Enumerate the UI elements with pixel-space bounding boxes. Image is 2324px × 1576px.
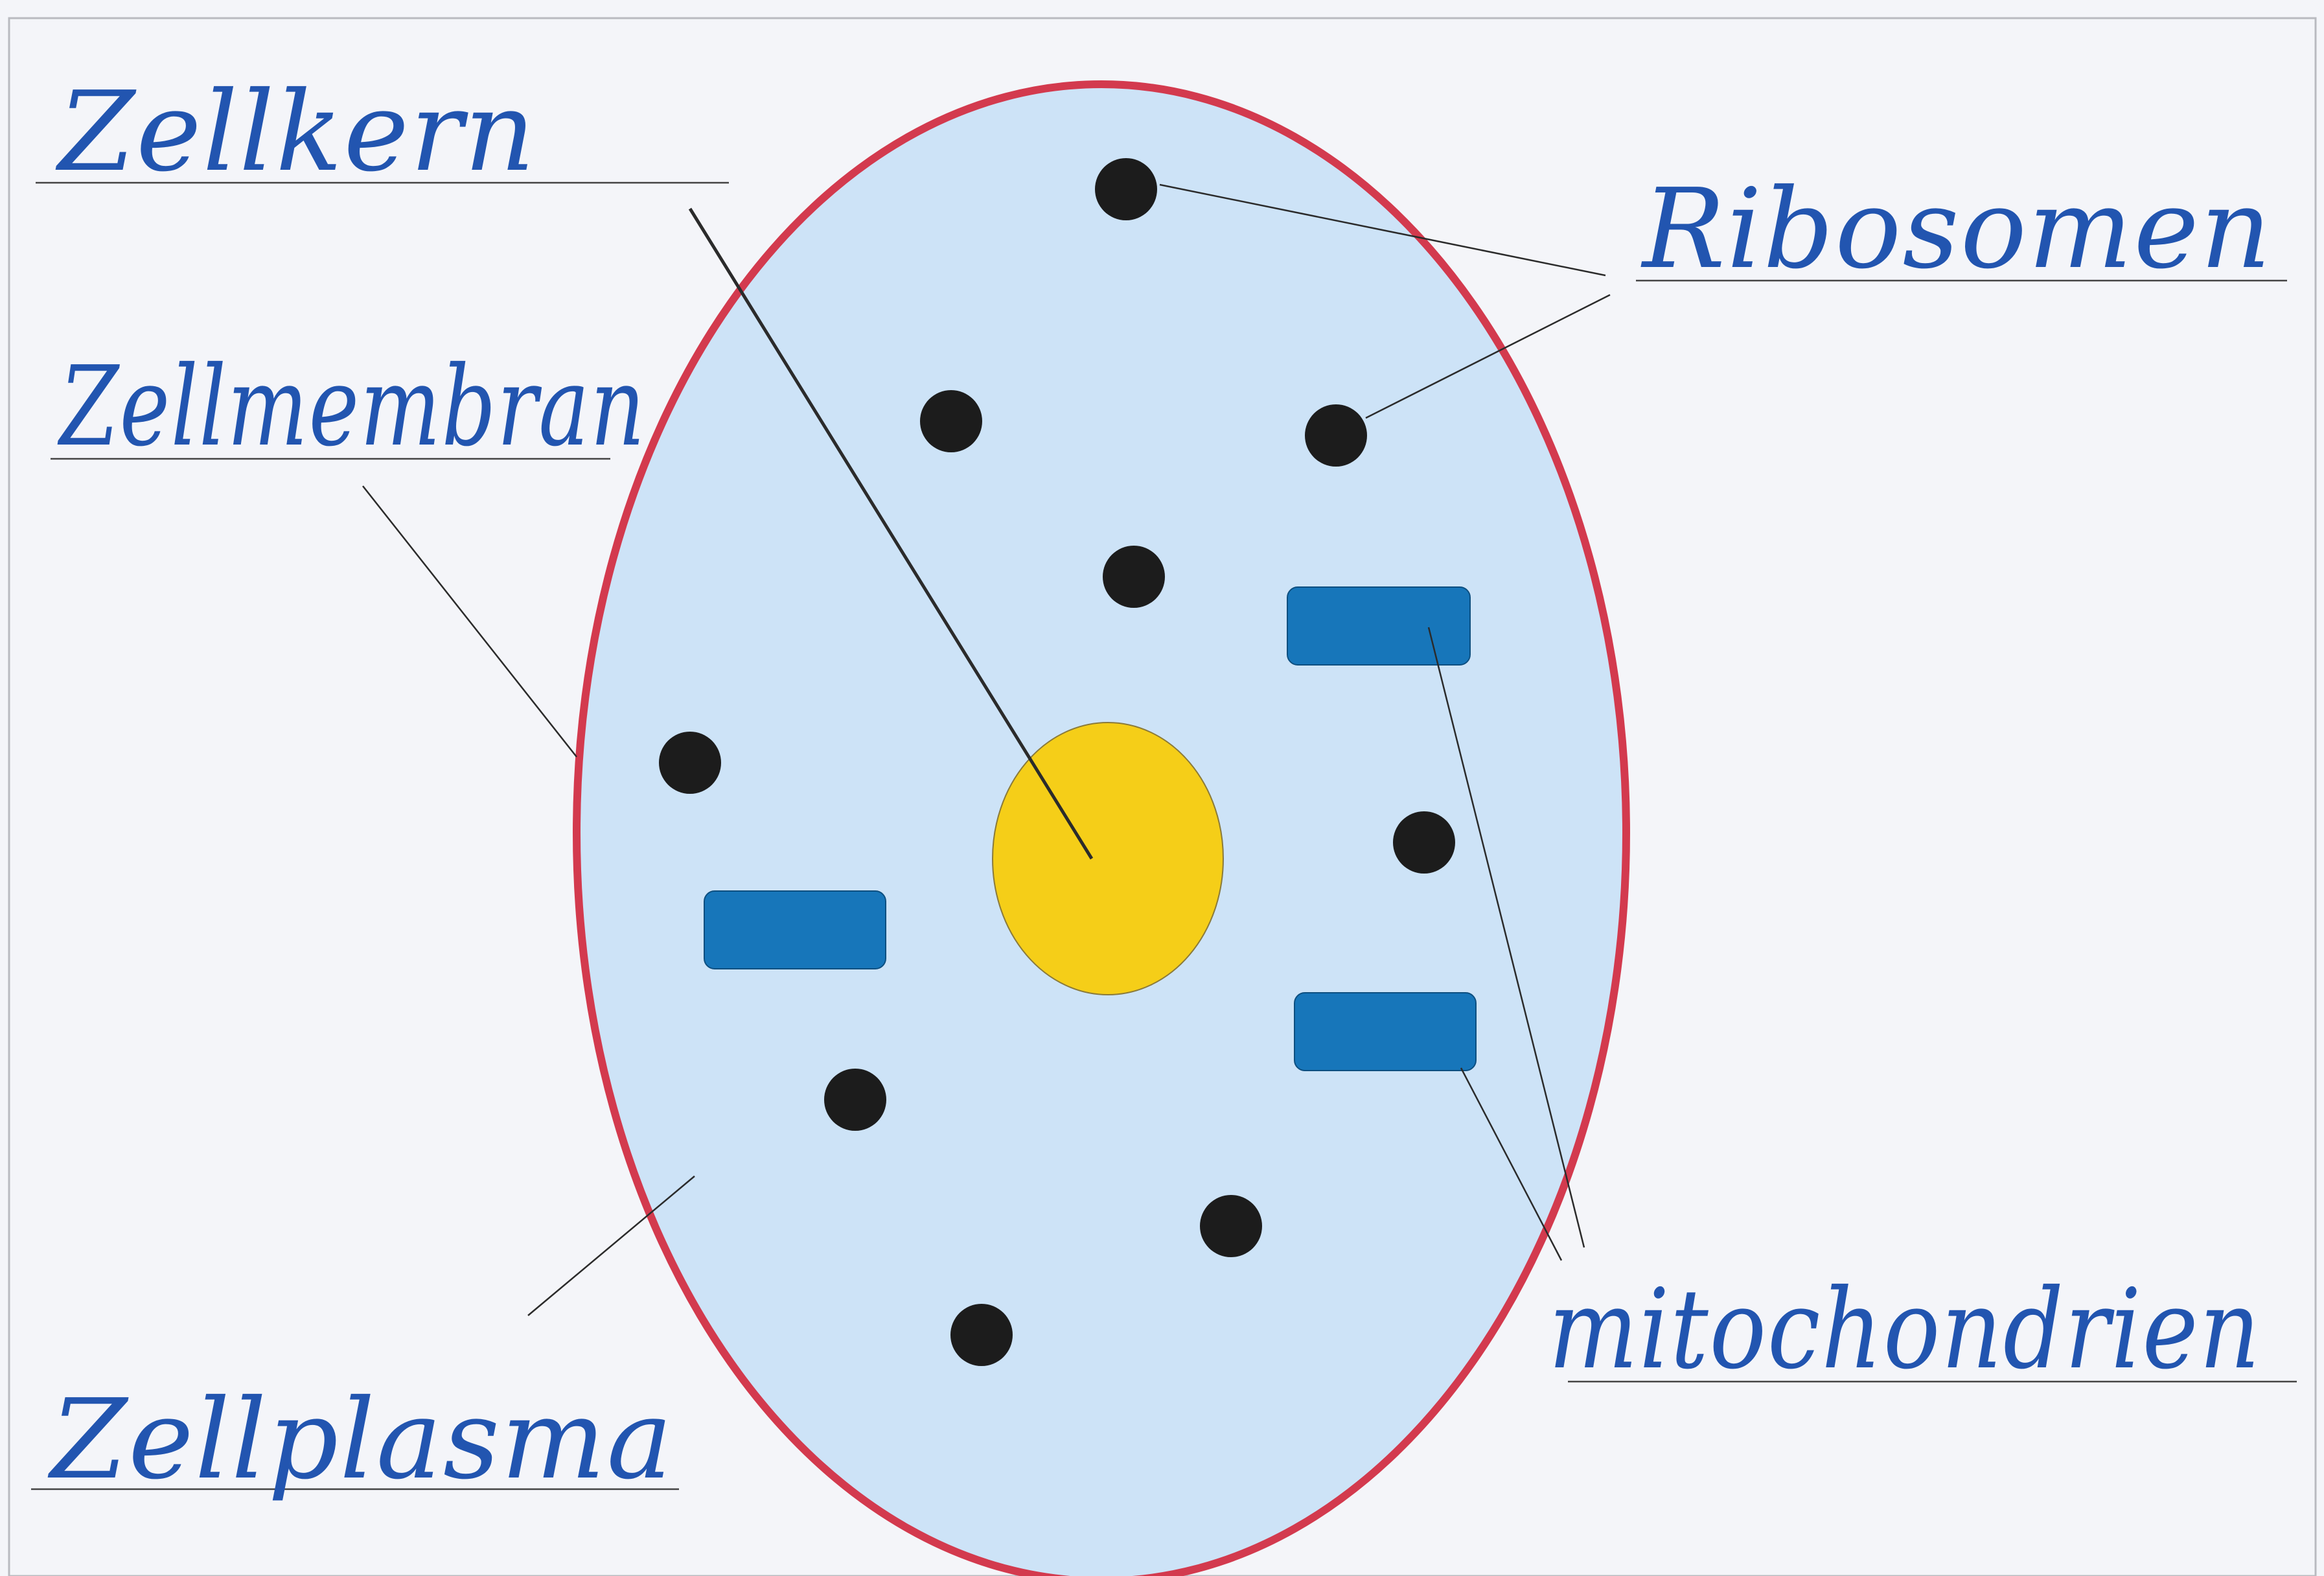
- ribosome: [920, 390, 982, 452]
- label-mitochondrien: mitochondrien: [1548, 1266, 2261, 1394]
- ribosome: [659, 732, 721, 794]
- ribosome: [1103, 546, 1165, 608]
- ribosome: [1305, 404, 1367, 467]
- ribosome: [824, 1069, 886, 1131]
- label-zellmembran: Zellmembran: [57, 343, 646, 471]
- ribosome: [1393, 811, 1455, 874]
- label-zellplasma: Zellplasma: [47, 1376, 674, 1504]
- mitochondrion: [704, 891, 886, 969]
- label-zellkern: Zellkern: [55, 68, 536, 196]
- mitochondrion: [1287, 587, 1470, 665]
- ribosome: [1200, 1195, 1262, 1257]
- leader-line-zellmembran: [363, 486, 577, 757]
- mitochondrion: [1294, 993, 1476, 1071]
- label-ribosomen: Ribosomen: [1640, 165, 2272, 294]
- nucleus: [993, 723, 1223, 995]
- ribosome: [1095, 158, 1157, 220]
- ribosome: [950, 1304, 1013, 1366]
